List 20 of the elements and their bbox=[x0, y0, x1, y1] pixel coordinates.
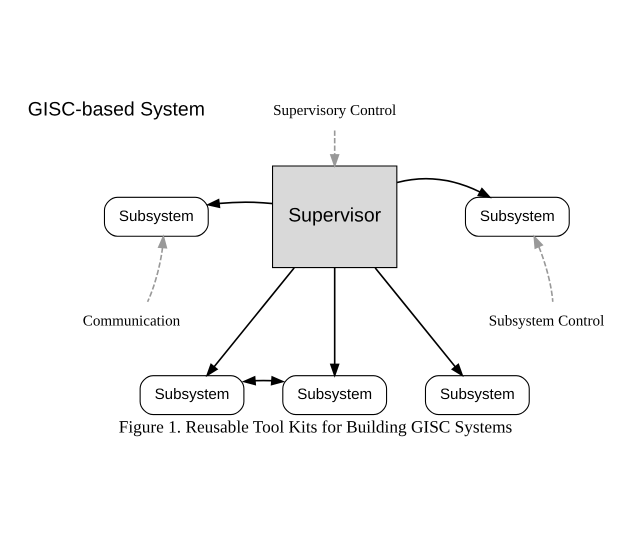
diagram-title: GISC-based System bbox=[28, 98, 205, 121]
arrow bbox=[374, 267, 464, 378]
node-box: Subsystem bbox=[424, 375, 530, 416]
arrow bbox=[330, 130, 340, 168]
node-text: Communication bbox=[82, 314, 180, 330]
arrow bbox=[206, 267, 295, 378]
node-text: Supervisory Control bbox=[273, 102, 396, 119]
arrow bbox=[330, 268, 340, 378]
node-box: Subsystem bbox=[140, 375, 244, 416]
node-box: Supervisor bbox=[272, 165, 398, 268]
arrow bbox=[206, 198, 273, 208]
node-box: Subsystem bbox=[464, 196, 570, 237]
arrow bbox=[146, 234, 168, 302]
node-box: Subsystem bbox=[104, 196, 209, 237]
arrow bbox=[242, 376, 286, 386]
caption: Figure 1. Reusable Tool Kits for Building GISC Systems bbox=[118, 418, 512, 437]
arrow bbox=[533, 234, 554, 302]
node-text: Subsystem Control bbox=[488, 314, 604, 330]
arrow bbox=[396, 178, 492, 198]
node-box: Subsystem bbox=[282, 375, 388, 416]
